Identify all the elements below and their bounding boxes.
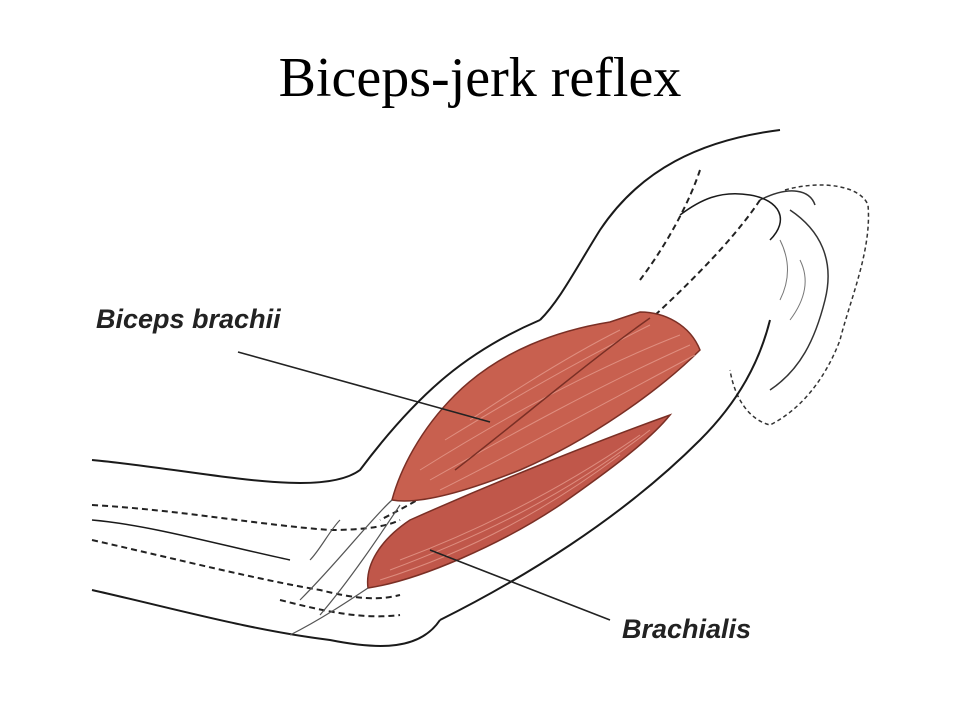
brachialis-leader-line xyxy=(429,549,611,621)
diagram-title: Biceps-jerk reflex xyxy=(278,47,682,109)
arm-outline xyxy=(91,129,781,647)
brachialis-label: Brachialis xyxy=(622,614,752,644)
brachialis-muscle xyxy=(366,413,673,589)
biceps-leader-line xyxy=(237,351,491,423)
scapula-outline xyxy=(729,184,870,426)
biceps-brachii-label: Biceps brachii xyxy=(96,304,281,334)
tendons xyxy=(289,499,401,636)
biceps-heads-divider xyxy=(454,317,651,471)
